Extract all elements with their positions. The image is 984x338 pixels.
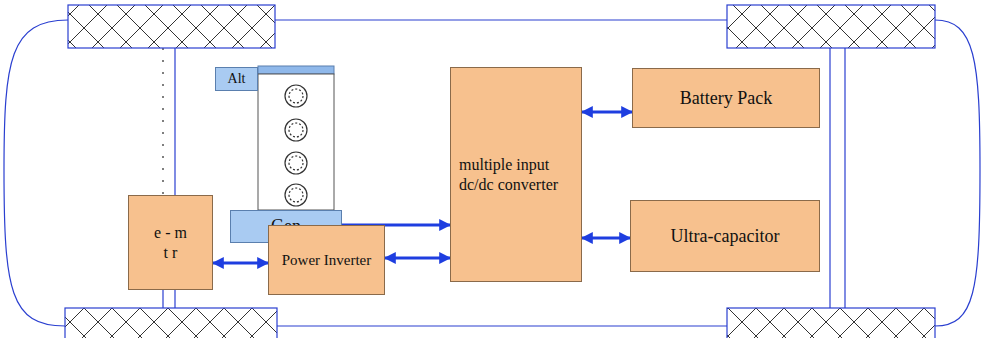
ultracapacitor-box: Ultra-capacitor	[630, 200, 820, 272]
power-flow-arrow	[385, 257, 450, 260]
alternator-box: Alt	[215, 67, 258, 91]
power-flow-arrow	[582, 111, 632, 114]
node-label: Power Inverter	[282, 251, 372, 270]
node-label: multiple input dc/dc converter	[459, 155, 573, 195]
motor-box: e - m t r	[128, 195, 213, 290]
node-label: Alt	[228, 70, 246, 88]
power-flow-arrow	[213, 262, 268, 265]
node-label: Battery Pack	[680, 87, 772, 110]
converter-box: multiple input dc/dc converter	[450, 67, 582, 282]
inverter-box: Power Inverter	[268, 225, 385, 295]
node-label: e - m t r	[151, 223, 191, 263]
node-label: Ultra-capacitor	[671, 225, 780, 248]
power-flow-arrow	[582, 237, 630, 240]
battery-box: Battery Pack	[632, 68, 820, 128]
